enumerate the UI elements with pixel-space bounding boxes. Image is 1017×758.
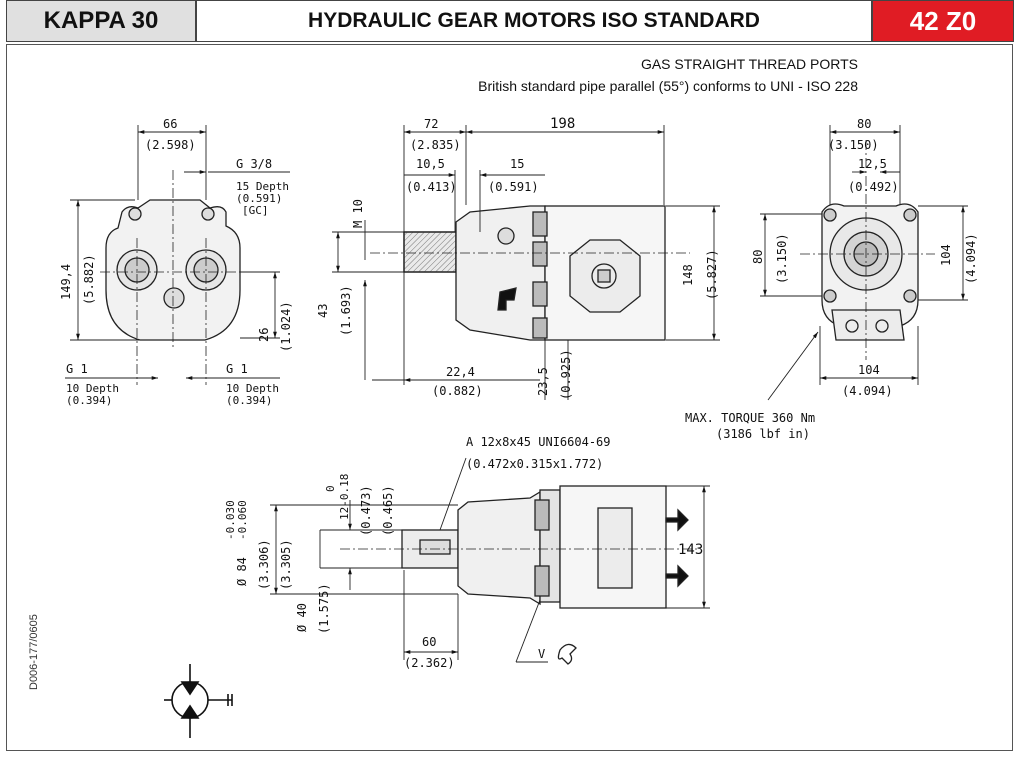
port-left-depth: 10 Depth [66, 382, 119, 395]
thread-depth: 15 Depth [236, 180, 289, 193]
max-torque: MAX. TORQUE 360 Nm [685, 411, 815, 425]
port-left: G 1 [66, 362, 88, 376]
dim-23-5: 23,5 [536, 367, 550, 396]
dim-10-5-in: (0.413) [406, 180, 457, 194]
port-right-depth-in: (0.394) [226, 394, 272, 407]
thread-m10: M 10 [351, 199, 365, 228]
product-code: 42 Z0 [872, 0, 1014, 42]
header-bar: KAPPA 30 HYDRAULIC GEAR MOTORS ISO STAND… [6, 0, 1014, 44]
dim-72-in: (2.835) [410, 138, 461, 152]
front-view [65, 125, 290, 385]
hydraulic-motor-symbol-icon [164, 664, 233, 738]
dim-149-4: 149,4 [59, 264, 73, 300]
rear-view [760, 125, 968, 401]
key-tol-top: 0 [324, 485, 337, 492]
key-h-in: (0.473) [359, 485, 373, 536]
dim-12-5: 12,5 [858, 157, 887, 171]
dim-104-v-in: (4.094) [964, 233, 978, 284]
dim-80-v-in: (3.150) [775, 233, 789, 284]
pilot-tol-a: -0.030 [224, 500, 237, 540]
key-spec: A 12x8x45 UNI6604-69 [466, 435, 611, 449]
rotation-label: V [538, 647, 545, 661]
dim-23-5-in: (0.925) [559, 349, 573, 400]
ports-heading: GAS STRAIGHT THREAD PORTS [640, 56, 858, 72]
dim-60-in: (2.362) [404, 656, 455, 670]
dim-22-4: 22,4 [446, 365, 475, 379]
model-name: KAPPA 30 [6, 0, 196, 42]
dim-104-v: 104 [939, 244, 953, 266]
dim-10-5: 10,5 [416, 157, 445, 171]
port-right-depth: 10 Depth [226, 382, 279, 395]
port-left-depth-in: (0.394) [66, 394, 112, 407]
key-spec-in: (0.472x0.315x1.772) [466, 457, 603, 471]
drawing-frame [6, 44, 1013, 751]
dim-104-in: (4.094) [842, 384, 893, 398]
dim-22-4-in: (0.882) [432, 384, 483, 398]
dim-66-in: (2.598) [145, 138, 196, 152]
shaft-diameter: Ø 40 [295, 603, 309, 632]
key-h2-in: (0.465) [381, 485, 395, 536]
dim-80-v: 80 [751, 250, 765, 264]
dim-72: 72 [424, 117, 438, 131]
dim-43-in: (1.693) [339, 285, 353, 336]
side-view [332, 125, 720, 400]
dim-148: 148 [681, 264, 695, 286]
dim-15-in: (0.591) [488, 180, 539, 194]
dim-26-in: (1.024) [279, 301, 293, 352]
shaft-in: (1.575) [317, 583, 331, 634]
pilot-in-2: (3.305) [279, 539, 293, 590]
dim-43: 43 [316, 304, 330, 318]
pilot-diameter: Ø 84 [235, 557, 249, 586]
thread-depth-in: (0.591) [236, 192, 282, 205]
pilot-tol-b: -0.060 [236, 500, 249, 540]
dim-80-in: (3.150) [828, 138, 879, 152]
dim-60: 60 [422, 635, 436, 649]
max-torque-in: (3186 lbf in) [716, 427, 810, 441]
dim-104: 104 [858, 363, 880, 377]
dim-80: 80 [857, 117, 871, 131]
dim-143: 143 [678, 542, 703, 558]
dim-12-5-in: (0.492) [848, 180, 899, 194]
thread-gc: [GC] [242, 204, 269, 217]
dim-15: 15 [510, 157, 524, 171]
dim-26: 26 [257, 328, 271, 342]
thread-g38: G 3/8 [236, 157, 272, 171]
port-right: G 1 [226, 362, 248, 376]
dim-66: 66 [163, 117, 177, 131]
dim-148-in: (5.827) [705, 249, 719, 300]
dim-149-4-in: (5.882) [82, 254, 96, 305]
sheet-title: HYDRAULIC GEAR MOTORS ISO STANDARD [196, 0, 872, 42]
key-tol-bottom: 12-0.18 [338, 474, 351, 520]
dim-198: 198 [550, 116, 575, 132]
bottom-view [270, 457, 710, 665]
ports-standard: British standard pipe parallel (55°) con… [478, 78, 858, 94]
pilot-in: (3.306) [257, 539, 271, 590]
